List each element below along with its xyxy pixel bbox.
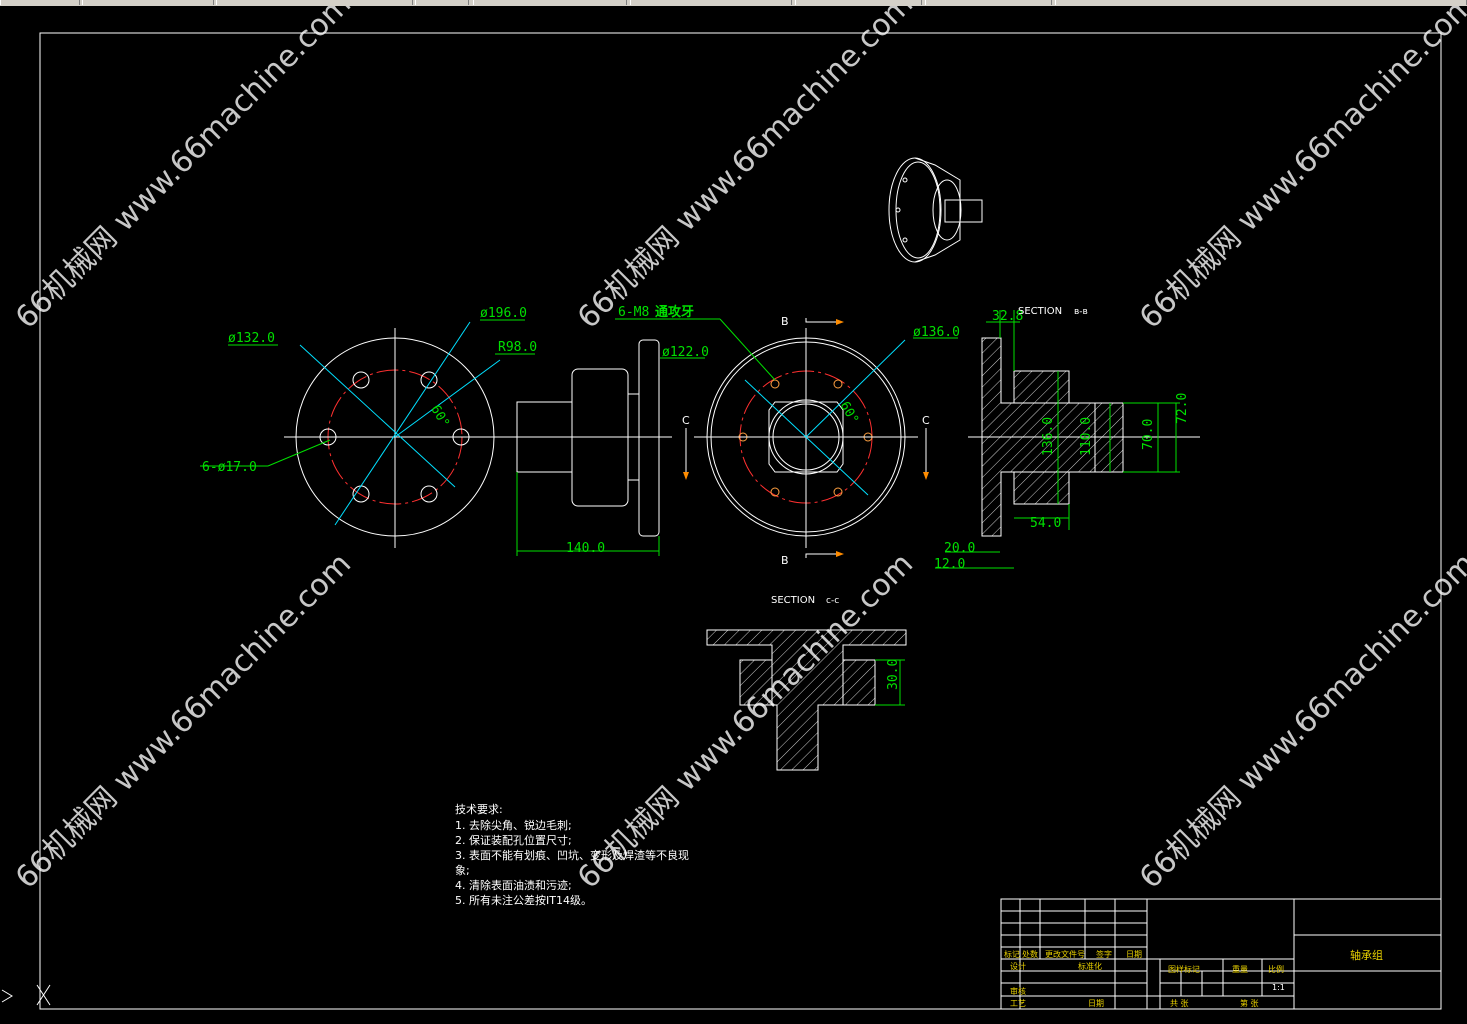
- tb-label: 日期: [1126, 950, 1142, 959]
- toolbar-segment[interactable]: [630, 0, 792, 5]
- tb-date: 日期: [1088, 999, 1104, 1008]
- tb-part-name: 轴承组: [1350, 948, 1383, 962]
- label-c-left: C: [682, 414, 690, 427]
- note-item: 4. 清除表面油渍和污迹;: [455, 878, 572, 892]
- tb-label: 签字: [1096, 949, 1112, 959]
- note-item: 5. 所有未注公差按IT14级。: [455, 893, 592, 907]
- label-section-bb: SECTION: [1018, 306, 1062, 317]
- section-cc-view: [706, 629, 907, 771]
- isometric-part-view: [888, 157, 983, 263]
- dim-h30: 30.0: [886, 659, 901, 690]
- toolbar-segment[interactable]: [82, 0, 214, 5]
- dim-d136: ø136.0: [913, 325, 960, 340]
- section-bb-view: [935, 310, 1200, 569]
- toolbar-segment[interactable]: [1055, 0, 1467, 5]
- note-item: 1. 去除尖角、锐边毛刺;: [455, 818, 572, 832]
- label-b-bottom: B: [781, 554, 789, 567]
- application-toolbar: [0, 0, 1467, 6]
- tb-sheets-total: 共 张: [1170, 999, 1189, 1008]
- toolbar-segment[interactable]: [473, 0, 627, 5]
- dim-w12: 12.0: [934, 557, 965, 572]
- notes-title: 技术要求:: [455, 803, 503, 816]
- drawing-border: [39, 32, 1442, 1010]
- tb-stage-mark: 图样标记: [1168, 964, 1200, 974]
- flange-front-view: [200, 319, 535, 548]
- note-item: 3. 表面不能有划痕、凹坑、变形及焊渣等不良现: [455, 848, 689, 862]
- tb-weight: 重量: [1232, 964, 1248, 974]
- toolbar-segment[interactable]: [216, 0, 413, 5]
- dim-r98: R98.0: [498, 340, 537, 355]
- watermark-text: 66机械网 www.66machine.com: [9, 546, 358, 895]
- toolbar-segment[interactable]: [795, 0, 922, 5]
- dim-w20: 20.0: [944, 541, 975, 556]
- dim-d132: ø132.0: [228, 331, 275, 346]
- dim-d196: ø196.0: [480, 306, 527, 321]
- section-cc-symbol: ᴄ-ᴄ: [826, 596, 839, 606]
- dim-h136: 136.0: [1041, 417, 1056, 456]
- watermark-text: 66机械网 www.66machine.com: [9, 6, 358, 336]
- toolbar-segment[interactable]: [925, 0, 1052, 5]
- section-markers: [683, 318, 929, 558]
- watermark-text: 66机械网 www.66machine.com: [571, 6, 920, 336]
- note-item: 象;: [455, 864, 470, 877]
- watermark-text: 66机械网 www.66machine.com: [1133, 6, 1467, 336]
- ucs-icon: [1, 984, 51, 1006]
- watermark-text: 66机械网 www.66machine.com: [1133, 546, 1467, 895]
- tb-scale: 1:1: [1272, 983, 1285, 992]
- watermark-text: 66机械网 www.66machine.com: [571, 546, 920, 895]
- dim-d122: ø122.0: [662, 345, 709, 360]
- dim-w54: 54.0: [1030, 516, 1061, 531]
- dim-h70: 70.0: [1141, 419, 1156, 450]
- watermark-layer: 66机械网 www.66machine.com 66机械网 www.66mach…: [9, 6, 1467, 896]
- cad-drawing-canvas[interactable]: ø132.0 ø196.0 R98.0 6-ø17.0 60° 6-M8 通攻牙…: [0, 6, 1467, 1024]
- hub-front-view: [615, 318, 958, 548]
- label-c-right: C: [922, 414, 930, 427]
- tb-scale-label: 比例: [1268, 964, 1284, 974]
- dim-angle-1: 60°: [427, 403, 452, 431]
- note-item: 2. 保证装配孔位置尺寸;: [455, 833, 572, 847]
- toolbar-segment[interactable]: [0, 0, 80, 5]
- tb-label: 标记: [1004, 949, 1020, 959]
- dim-h72: 72.0: [1175, 393, 1190, 424]
- label-b-top: B: [781, 315, 789, 328]
- tb-sheet-no: 第 张: [1240, 998, 1259, 1008]
- dim-holes: 6-ø17.0: [202, 460, 257, 475]
- dim-tap-note: 通攻牙: [655, 304, 694, 320]
- section-bb-symbol: ʙ-ʙ: [1074, 307, 1088, 317]
- tb-process: 工艺: [1010, 999, 1026, 1008]
- dim-tap: 6-M8: [618, 305, 649, 320]
- dim-len140: 140.0: [566, 541, 605, 556]
- dim-h110: 110.0: [1079, 417, 1094, 456]
- title-block: [1000, 898, 1442, 1010]
- technical-notes: 技术要求: 1. 去除尖角、锐边毛刺; 2. 保证装配孔位置尺寸; 3. 表面不…: [455, 803, 689, 907]
- tb-check: 审核: [1010, 986, 1026, 996]
- tb-label: 处数: [1022, 949, 1038, 959]
- tb-standardize: 标准化: [1078, 961, 1102, 971]
- dim-w32: 32.8: [992, 309, 1023, 324]
- shaft-side-view: [505, 339, 672, 556]
- tb-design: 设计: [1010, 961, 1026, 971]
- label-section-cc: SECTION: [771, 595, 815, 606]
- toolbar-segment[interactable]: [415, 0, 469, 5]
- tb-label: 更改文件号: [1045, 949, 1085, 959]
